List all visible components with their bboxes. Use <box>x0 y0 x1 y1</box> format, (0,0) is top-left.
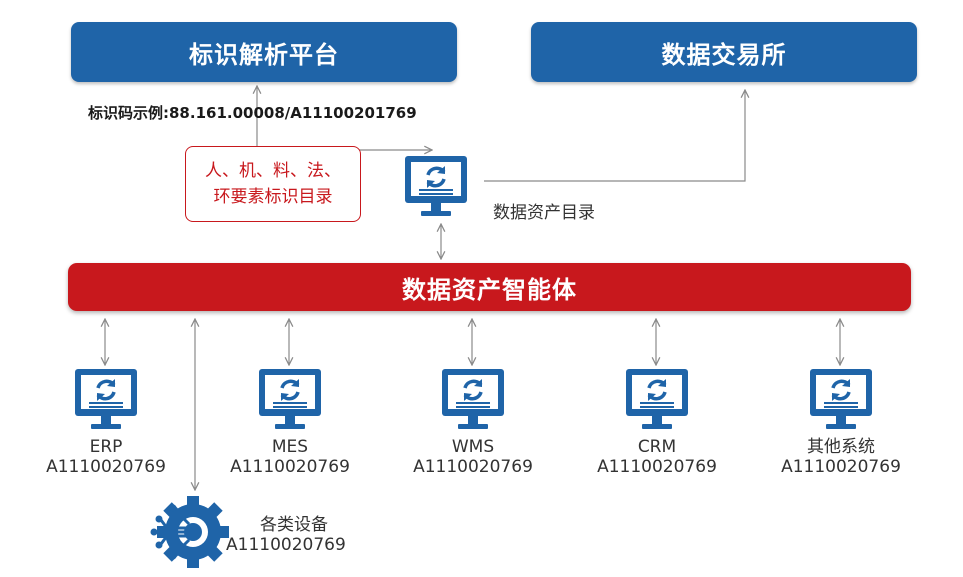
system-name: ERP <box>89 437 123 457</box>
mes-label: MES A1110020769 <box>205 437 375 477</box>
mes-monitor-icon <box>258 368 322 431</box>
asset-catalog-monitor-icon <box>404 155 468 218</box>
identifier-platform-title: 标识解析平台 <box>189 40 339 69</box>
other-systems-label: 其他系统 A1110020769 <box>756 437 926 477</box>
agent-title: 数据资产智能体 <box>402 275 577 304</box>
other-monitor-icon <box>809 368 873 431</box>
catalog-to-exchange-arrow <box>484 90 745 182</box>
system-code: A1110020769 <box>46 457 166 477</box>
data-exchange-title: 数据交易所 <box>661 40 787 69</box>
system-name: WMS <box>451 437 495 457</box>
asset-catalog-label: 数据资产目录 <box>493 203 595 223</box>
identifier-code-example: 标识码示例:88.161.00008/A11100201769 <box>88 104 417 122</box>
system-name: 其他系统 <box>807 437 875 457</box>
system-code: A1110020769 <box>413 457 533 477</box>
erp-label: ERP A1110020769 <box>21 437 191 477</box>
system-code: A1110020769 <box>597 457 717 477</box>
wms-label: WMS A1110020769 <box>388 437 558 477</box>
catalog-note-line1: 人、机、料、法、 <box>205 161 341 181</box>
crm-monitor-icon <box>625 368 689 431</box>
system-code: A1110020769 <box>230 457 350 477</box>
device-code: A1110020769 <box>226 535 346 555</box>
device-gear-icon <box>150 496 229 568</box>
device-name: 各类设备 <box>260 515 328 535</box>
system-name: CRM <box>637 437 677 457</box>
catalog-note-line2: 环要素标识目录 <box>213 187 333 207</box>
data-exchange-box: 数据交易所 <box>531 22 917 82</box>
system-name: MES <box>271 437 309 457</box>
erp-monitor-icon <box>74 368 138 431</box>
wms-monitor-icon <box>441 368 505 431</box>
identifier-platform-box: 标识解析平台 <box>71 22 457 82</box>
element-catalog-note: 人、机、料、法、 环要素标识目录 <box>185 146 361 222</box>
system-code: A1110020769 <box>781 457 901 477</box>
crm-label: CRM A1110020769 <box>572 437 742 477</box>
devices-label: 各类设备 A1110020769 <box>226 515 346 555</box>
data-asset-agent-bar: 数据资产智能体 <box>68 263 911 311</box>
